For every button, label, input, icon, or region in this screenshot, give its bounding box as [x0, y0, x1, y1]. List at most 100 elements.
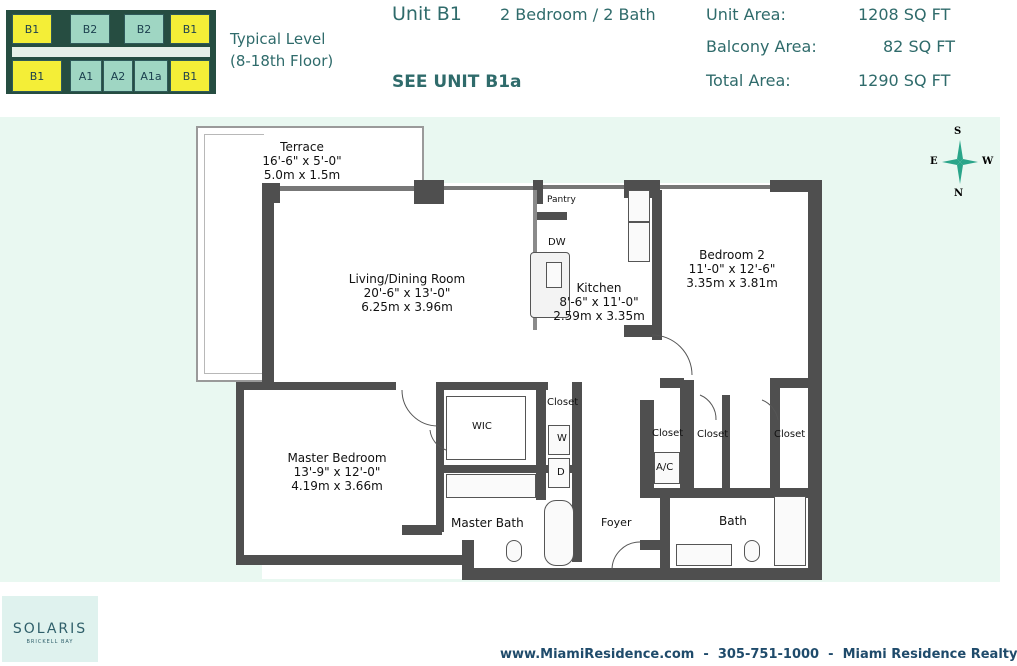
wall	[436, 382, 444, 532]
key-plan: B1 B2 B2 B1 B1 A1 A2 A1a B1	[6, 6, 216, 96]
compass-w-label: W	[982, 156, 994, 167]
room-name: Living/Dining Room	[348, 272, 466, 286]
room-dim-imperial: 16'-6" x 5'-0"	[262, 154, 342, 168]
key-plan-unit: B1	[170, 60, 210, 92]
master-bath-label: Master Bath	[451, 516, 524, 530]
bathtub	[544, 500, 574, 566]
washer	[548, 425, 570, 455]
room-dim-metric: 2.59m x 3.35m	[553, 309, 645, 323]
unit-floor	[262, 183, 822, 579]
wall	[660, 498, 670, 570]
solaris-logo: SOLARIS BRICKELL BAY	[2, 596, 98, 662]
stove	[628, 222, 650, 262]
room-name: Bedroom 2	[699, 248, 765, 262]
shower	[774, 496, 806, 566]
dw-label: DW	[548, 237, 566, 248]
area-value: 1290 SQ FT	[858, 71, 951, 90]
closet-label: Closet	[547, 397, 579, 408]
unit-type: 2 Bedroom / 2 Bath	[500, 5, 656, 24]
area-value: 1208 SQ FT	[858, 5, 951, 24]
living-label: Living/Dining Room 20'-6" x 13'-0" 6.25m…	[322, 272, 492, 314]
wall	[402, 525, 442, 535]
wall	[436, 382, 548, 390]
room-name: Kitchen	[576, 281, 622, 295]
wall	[536, 382, 546, 500]
master-bedroom-label: Master Bedroom 13'-9" x 12'-0" 4.19m x 3…	[272, 451, 402, 493]
logo-subtitle: BRICKELL BAY	[26, 639, 74, 645]
wall	[722, 395, 730, 490]
unit-name: Unit B1	[392, 3, 462, 25]
foyer-label: Foyer	[601, 516, 632, 529]
wall	[624, 325, 652, 337]
toilet	[506, 540, 522, 562]
room-dim-metric: 5.0m x 1.5m	[263, 168, 341, 182]
room-name: Terrace	[280, 140, 324, 154]
key-plan-unit: A1	[70, 60, 102, 92]
wall	[640, 488, 810, 498]
vanity	[446, 474, 536, 498]
footer-contact: www.MiamiResidence.com - 305-751-1000 - …	[500, 647, 1017, 662]
area-label: Balcony Area:	[706, 37, 817, 56]
wall-window	[280, 186, 414, 191]
wall	[262, 183, 280, 203]
wall-window	[444, 186, 534, 190]
area-label: Unit Area:	[706, 5, 786, 24]
see-unit-note: SEE UNIT B1a	[392, 72, 522, 92]
key-plan-unit: A1a	[134, 60, 168, 92]
level-floors: (8-18th Floor)	[230, 52, 334, 70]
wall	[236, 385, 244, 565]
room-dim-imperial: 11'-0" x 12'-6"	[688, 262, 776, 276]
terrace-inner	[204, 134, 264, 374]
wall	[808, 180, 822, 580]
bedroom2-label: Bedroom 2 11'-0" x 12'-6" 3.35m x 3.81m	[672, 248, 792, 290]
wall	[660, 378, 684, 388]
compass-star-icon	[942, 140, 978, 184]
bath-vanity	[676, 544, 732, 566]
dryer	[548, 458, 570, 488]
key-plan-unit: B2	[124, 14, 164, 44]
key-plan-unit: B2	[70, 14, 110, 44]
key-plan-corridor-line	[12, 47, 210, 57]
wic-label: WIC	[472, 421, 492, 432]
wall	[462, 568, 822, 580]
pantry-label: Pantry	[547, 195, 576, 205]
logo-name: SOLARIS	[12, 621, 88, 637]
closet-label: Closet	[652, 428, 684, 439]
wall	[537, 212, 567, 220]
room-dim-metric: 3.35m x 3.81m	[686, 276, 778, 290]
compass: S E W N	[928, 126, 994, 202]
bath-label: Bath	[719, 514, 747, 528]
room-name: Master Bedroom	[287, 451, 387, 465]
room-dim-imperial: 13'-9" x 12'-0"	[293, 465, 381, 479]
compass-n-label: N	[954, 188, 964, 199]
wall	[652, 190, 662, 340]
compass-s-label: S	[954, 126, 962, 137]
ac-label: A/C	[656, 462, 674, 473]
key-plan-unit: B1	[170, 14, 210, 44]
kitchen-label: Kitchen 8'-6" x 11'-0" 2.59m x 3.35m	[544, 281, 654, 323]
wall	[770, 378, 780, 490]
area-value: 82 SQ FT	[883, 37, 955, 56]
closet-label: Closet	[774, 429, 806, 440]
wall	[778, 378, 808, 388]
unit-floor	[240, 385, 270, 565]
closet-label: Closet	[697, 429, 729, 440]
key-plan-unit: B1	[12, 14, 52, 44]
wall-window	[543, 185, 625, 189]
room-dim-imperial: 8'-6" x 11'-0"	[559, 295, 639, 309]
room-dim-metric: 4.19m x 3.66m	[291, 479, 383, 493]
key-plan-core	[54, 14, 68, 44]
w-label: W	[557, 433, 567, 444]
key-plan-unit: A2	[103, 60, 133, 92]
wall	[444, 465, 580, 473]
wall	[680, 380, 694, 490]
wall	[533, 180, 543, 204]
kitchen-sink	[546, 262, 562, 288]
d-label: D	[557, 467, 565, 478]
wall	[236, 382, 396, 390]
wic-shelf	[446, 396, 526, 460]
key-plan-unit: B1	[12, 60, 62, 92]
wall	[640, 400, 654, 490]
area-label: Total Area:	[706, 71, 791, 90]
compass-e-label: E	[930, 156, 938, 167]
